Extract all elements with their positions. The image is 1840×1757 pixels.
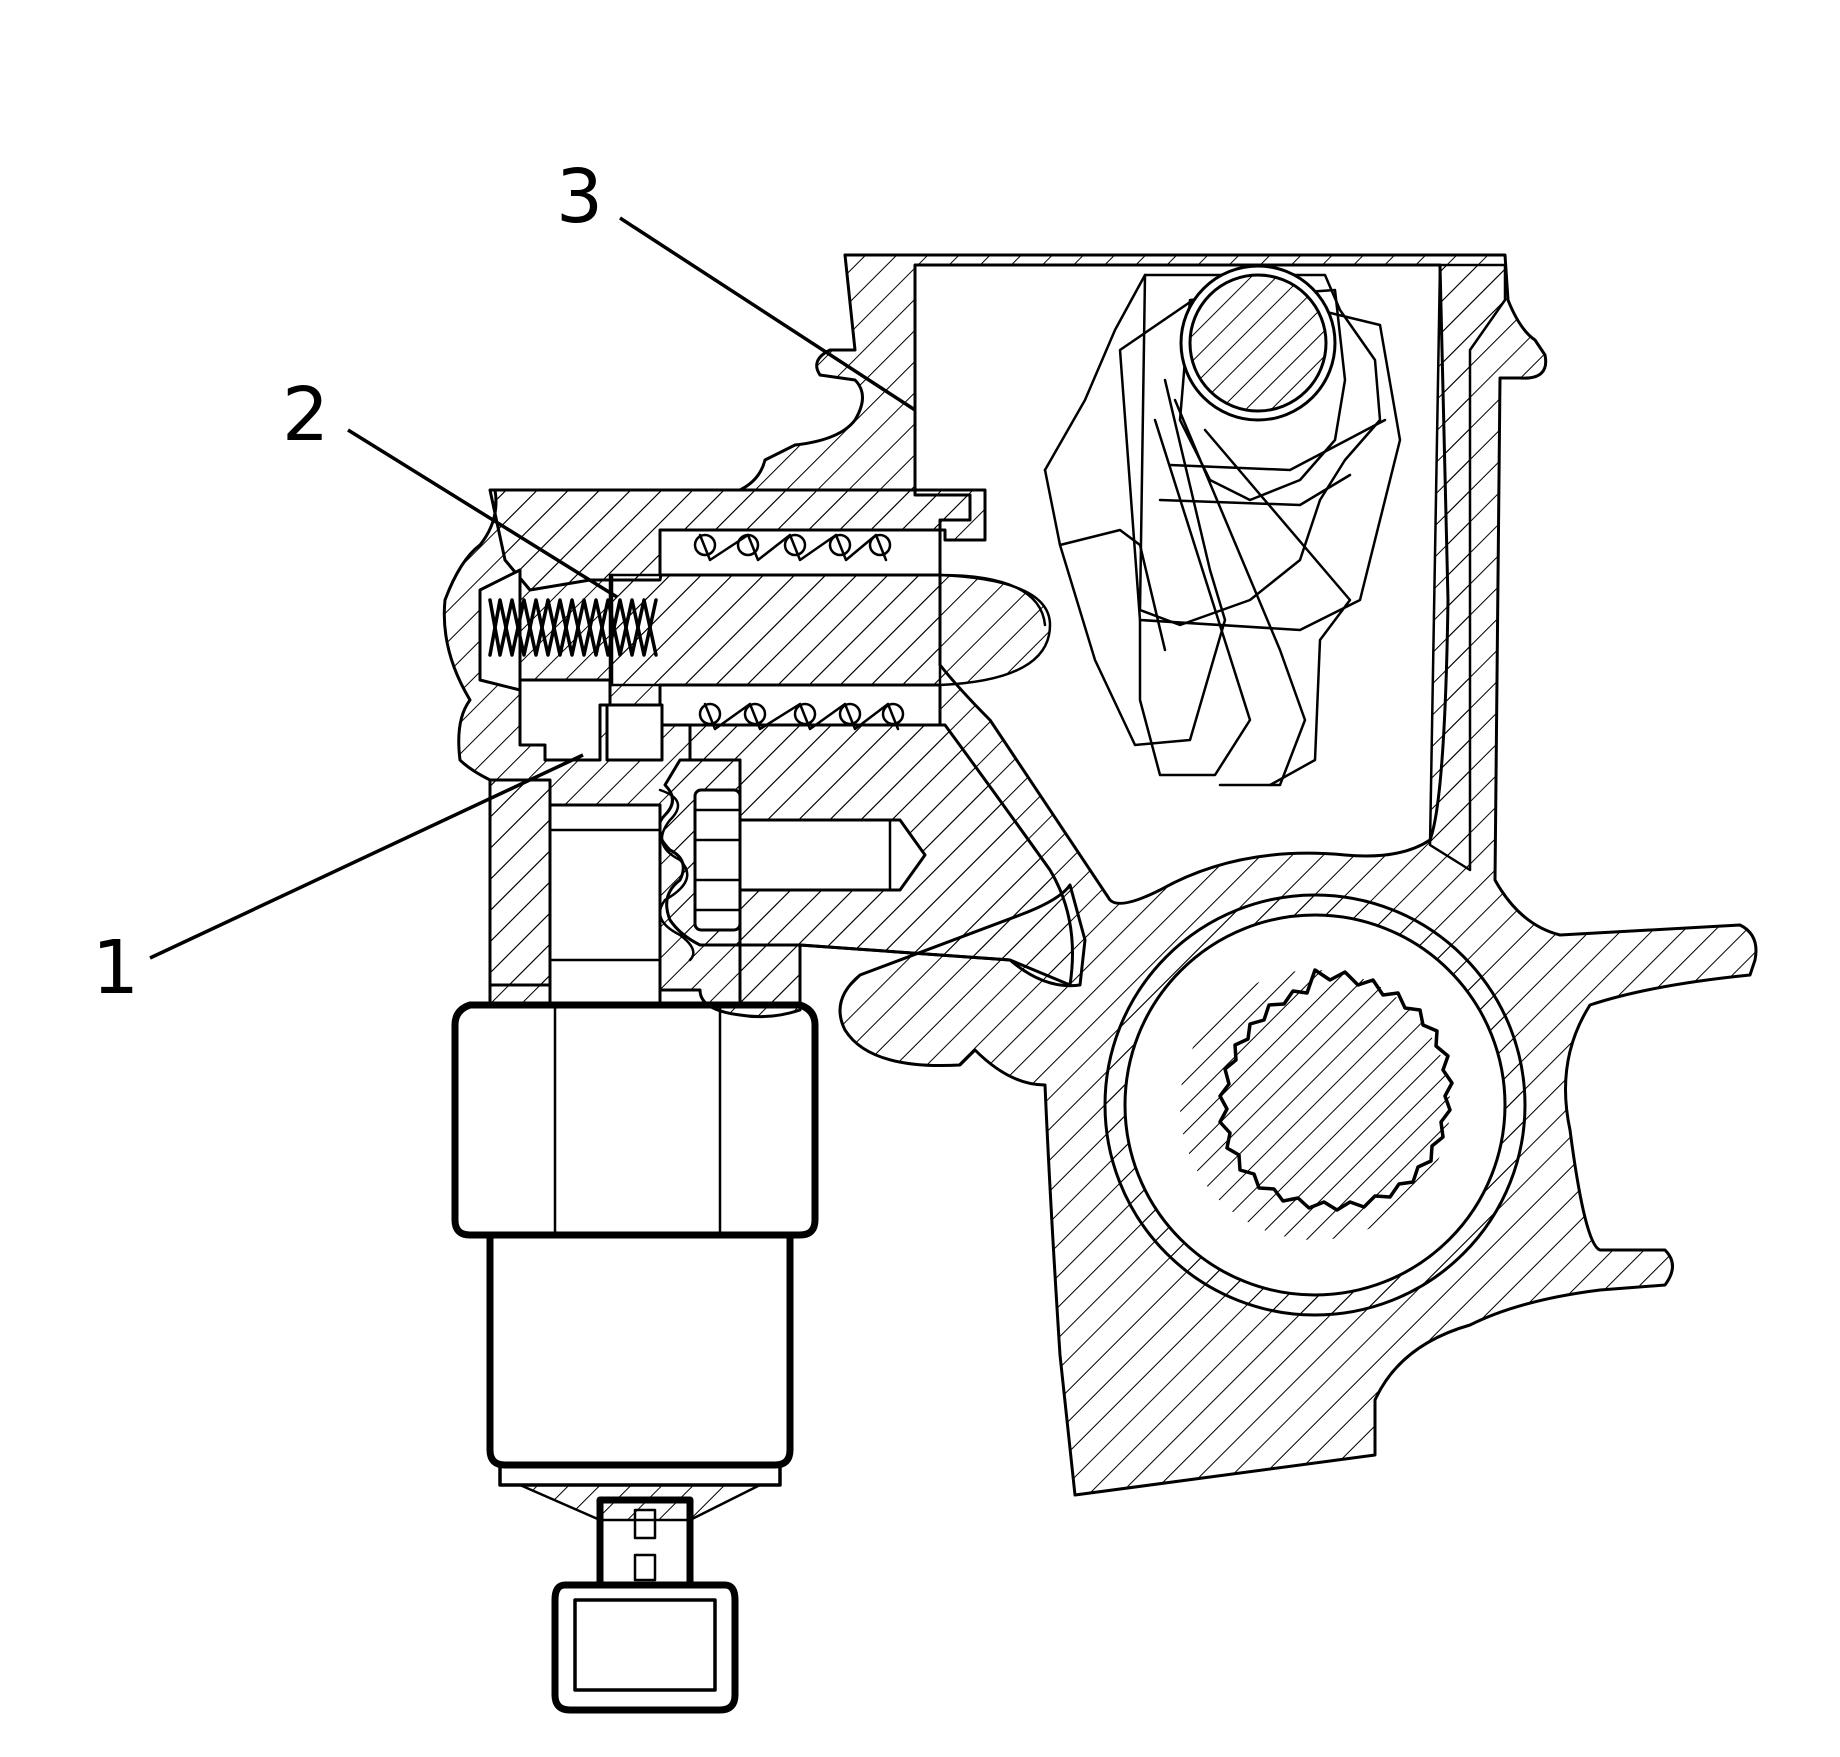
spring-icon <box>693 533 905 731</box>
sensor-switch <box>451 778 819 1714</box>
callout-1: 1 <box>92 753 584 1011</box>
callout-label-3: 3 <box>556 154 603 240</box>
spline-shaft-icon <box>1180 968 1454 1240</box>
callout-3: 3 <box>556 154 916 412</box>
sensor-connector-icon <box>551 1496 739 1714</box>
bolt-icon <box>657 758 927 947</box>
shift-fork <box>1043 264 1402 787</box>
callout-2: 2 <box>282 372 618 599</box>
compression-spring <box>478 568 658 692</box>
output-shaft <box>1103 893 1527 1317</box>
callout-label-1: 1 <box>92 925 139 1011</box>
callout-label-2: 2 <box>282 372 329 458</box>
